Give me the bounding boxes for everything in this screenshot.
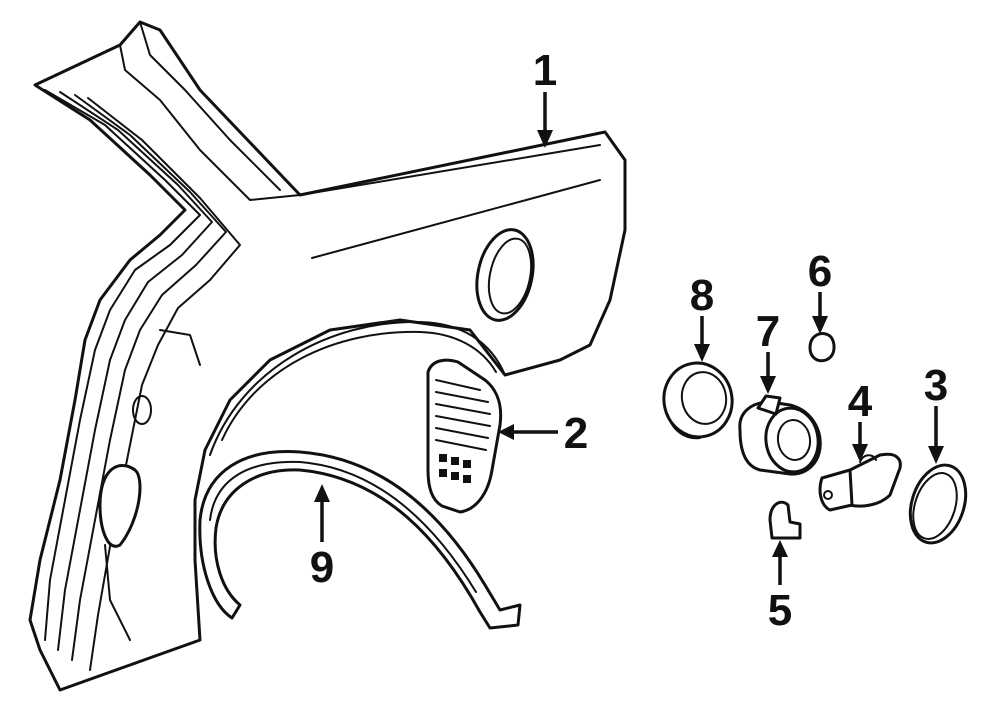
callout-9: 9: [310, 543, 334, 592]
callout-3: 3: [924, 361, 948, 410]
fuel-door: [908, 463, 968, 545]
quarter-panel: [28, 20, 627, 692]
callout-6: 6: [808, 247, 832, 296]
callout-1: 1: [533, 46, 557, 95]
callout-7: 7: [756, 307, 780, 356]
filler-pocket: [738, 394, 822, 476]
callout-labels: 1 2 3 4 5 6 7 8 9: [310, 46, 948, 635]
vent-grille: [426, 358, 503, 514]
hinge: [818, 452, 902, 512]
callout-4: 4: [848, 377, 873, 426]
wheel-molding: [198, 450, 522, 630]
clip: [808, 332, 836, 363]
filler-housing: [662, 361, 734, 440]
callout-arrows: [314, 92, 944, 585]
bumper-stop: [768, 500, 802, 540]
callout-2: 2: [564, 409, 588, 458]
callout-5: 5: [768, 586, 792, 635]
callout-8: 8: [690, 271, 714, 320]
